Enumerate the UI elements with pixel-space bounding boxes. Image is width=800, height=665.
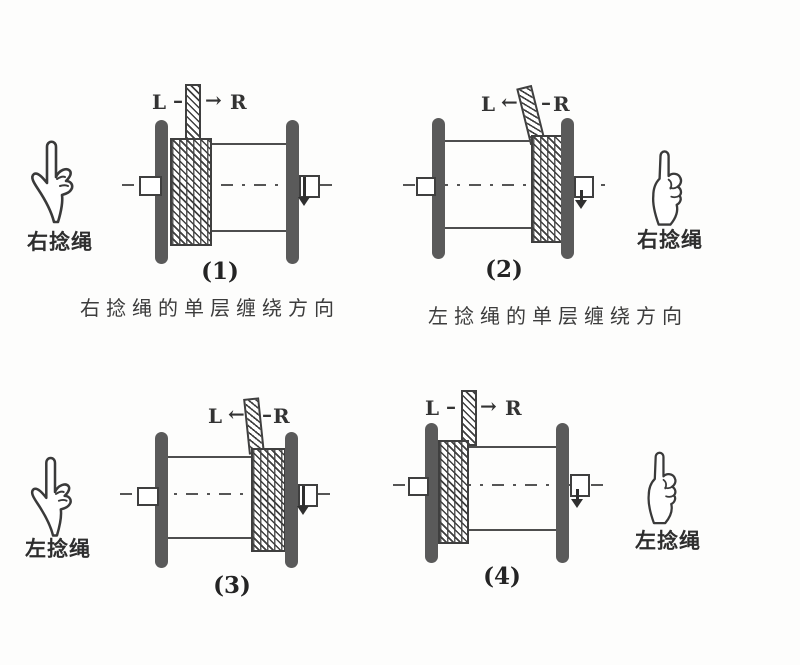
axle-right bbox=[570, 474, 590, 497]
drum-bottom-line bbox=[208, 230, 288, 232]
rotation-down-arrow-icon bbox=[297, 177, 311, 206]
diagram-number: (1) bbox=[201, 258, 239, 285]
axis-centerline bbox=[393, 484, 603, 486]
direction-label-right: R bbox=[505, 396, 522, 420]
dash-segment: – bbox=[541, 90, 551, 114]
hand-label: 右捻绳 bbox=[27, 230, 93, 254]
direction-label-right: R bbox=[273, 404, 290, 428]
direction-label-left: L bbox=[208, 404, 223, 428]
flange-right bbox=[561, 118, 574, 259]
dash-segment: – bbox=[446, 394, 456, 418]
rotation-down-arrow-icon bbox=[574, 190, 588, 209]
hand-label: 左捻绳 bbox=[25, 537, 91, 561]
diagram-number: (4) bbox=[483, 563, 521, 590]
direction-label-left: L bbox=[481, 92, 496, 116]
axle-left bbox=[137, 487, 159, 506]
direction-label-right: R bbox=[230, 90, 247, 114]
arrow-right-icon: → bbox=[480, 394, 497, 418]
pointing-hand-icon bbox=[30, 456, 72, 537]
flange-right bbox=[556, 423, 569, 563]
drum-top-line bbox=[208, 143, 288, 145]
drum-bottom-line bbox=[445, 227, 533, 229]
arrow-left-icon: ← bbox=[501, 90, 518, 114]
drum-top-line bbox=[466, 446, 557, 448]
dash-segment: – bbox=[173, 88, 183, 112]
axle-left bbox=[408, 477, 429, 496]
direction-label-left: L bbox=[425, 396, 440, 420]
dash-segment: – bbox=[262, 402, 272, 426]
hand-label: 右捻绳 bbox=[637, 228, 703, 252]
axle-left bbox=[416, 177, 436, 196]
diagram-caption: 左捻绳的单层缠绕方向 bbox=[428, 304, 688, 328]
axis-centerline bbox=[122, 184, 332, 186]
rotation-down-arrow-icon bbox=[570, 489, 584, 508]
diagram-number: (3) bbox=[213, 572, 251, 599]
rope-strand bbox=[461, 390, 477, 446]
arrow-right-icon: → bbox=[205, 88, 222, 112]
flange-left bbox=[155, 432, 168, 568]
drum-bottom-line bbox=[168, 537, 252, 539]
flange-right bbox=[285, 432, 298, 568]
diagram-number: (2) bbox=[485, 256, 523, 283]
axle-right bbox=[574, 176, 594, 198]
flange-left bbox=[425, 423, 438, 563]
hand-label: 左捻绳 bbox=[635, 529, 701, 553]
drum-top-line bbox=[168, 456, 252, 458]
rotation-down-arrow-icon bbox=[296, 486, 310, 515]
axis-centerline bbox=[403, 184, 605, 186]
drum-bottom-line bbox=[466, 529, 557, 531]
flange-right bbox=[286, 120, 299, 264]
direction-label-right: R bbox=[553, 92, 570, 116]
flange-left bbox=[432, 118, 445, 259]
pointing-hand-icon bbox=[31, 140, 74, 224]
pointing-hand-icon bbox=[647, 451, 677, 525]
direction-label-left: L bbox=[152, 90, 167, 114]
drum-top-line bbox=[445, 140, 533, 142]
pointing-hand-icon bbox=[651, 150, 683, 226]
rope-coil bbox=[170, 138, 212, 246]
axis-centerline bbox=[120, 493, 332, 495]
diagram-caption: 右捻绳的单层缠绕方向 bbox=[80, 296, 340, 320]
rope-coil bbox=[438, 440, 469, 544]
arrow-left-icon: ← bbox=[228, 402, 245, 426]
axle-left bbox=[139, 176, 162, 196]
